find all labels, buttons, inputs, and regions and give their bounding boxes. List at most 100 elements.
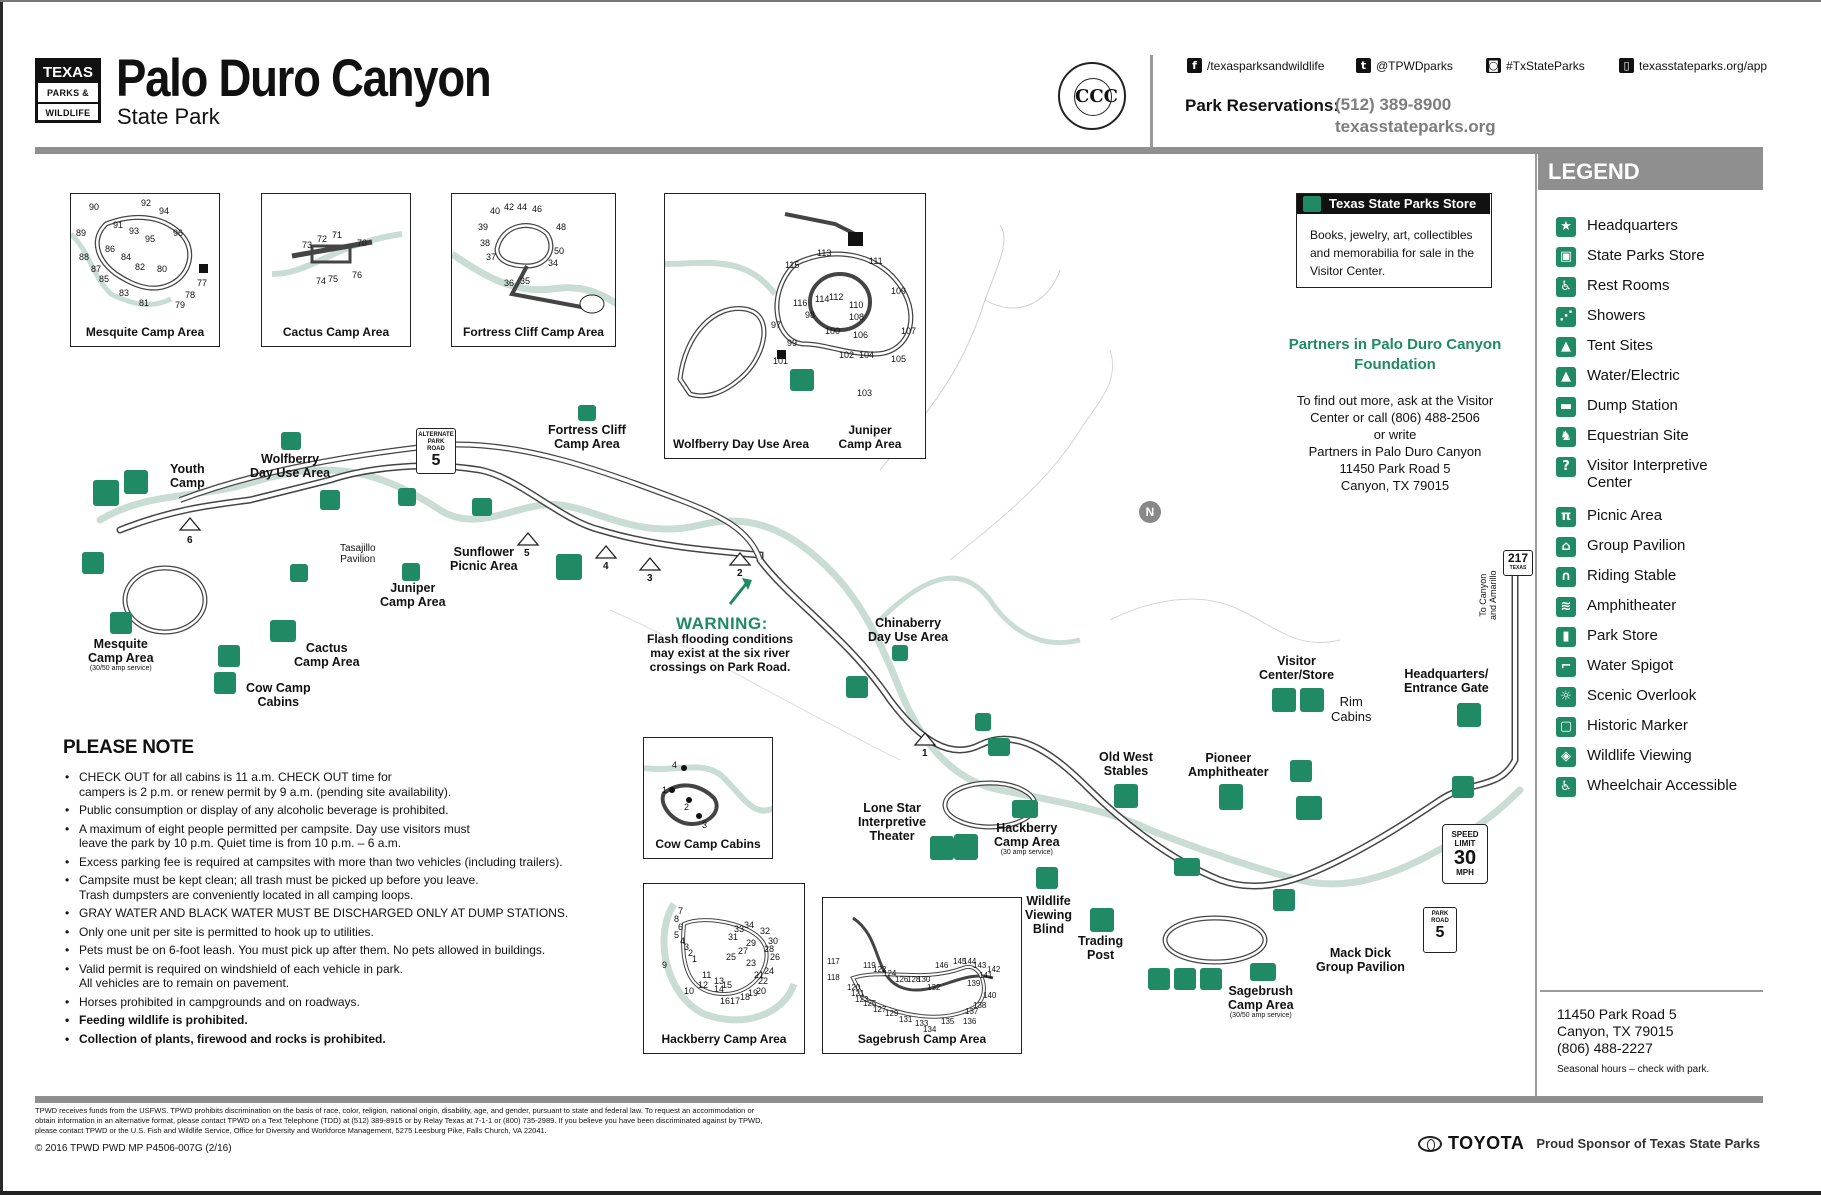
note-line: Campsite must be kept clean; all trash m… (79, 873, 479, 887)
legend-item: ▬Dump Station (1556, 397, 1756, 417)
note-line: GRAY WATER AND BLACK WATER MUST BE DISCH… (79, 906, 569, 920)
svg-text:10: 10 (684, 986, 694, 996)
crossing-number: 4 (603, 561, 609, 572)
legend-item-label: Tent Sites (1587, 337, 1653, 354)
svg-text:129: 129 (885, 1009, 899, 1018)
svg-text:81: 81 (139, 298, 149, 308)
label-line: Group Pavilion (1316, 960, 1405, 974)
svg-text:107: 107 (901, 326, 916, 336)
svg-text:96: 96 (173, 228, 183, 238)
scenic-overlook-icon: ☼ (1556, 687, 1576, 707)
equestrian-icon (82, 552, 104, 574)
label-old-west-stables: Old West Stables (1099, 750, 1153, 778)
note-line: Only one unit per site is permitted to h… (79, 924, 374, 939)
speed-line1: SPEED (1451, 830, 1479, 839)
svg-text:130: 130 (917, 975, 931, 984)
reservations-website[interactable]: texasstateparks.org (1335, 117, 1496, 136)
svg-text:116: 116 (793, 298, 807, 308)
picnic-icon (281, 432, 301, 450)
instagram-icon: ◙ (1486, 58, 1501, 73)
legend-item-label: Equestrian Site (1587, 427, 1689, 444)
note-line: leave the park by 10 p.m. Quiet time is … (79, 836, 402, 850)
svg-text:27: 27 (738, 946, 748, 956)
pavilion-icon: ⌂ (1556, 537, 1576, 557)
note-line: Valid permit is required on windshield o… (79, 961, 403, 976)
social-facebook[interactable]: f /texasparksandwildlife (1187, 58, 1324, 73)
label-wolfberry: Wolfberry Day Use Area (250, 452, 330, 480)
inset-hackberry-caption: Hackberry Camp Area (661, 1032, 787, 1046)
social-twitter-label: @TPWDparks (1376, 58, 1453, 73)
svg-text:137: 137 (965, 1007, 979, 1016)
warning-line: crossings on Park Road. (649, 660, 791, 674)
label-tasajillo: Tasajillo Pavilion (340, 543, 376, 565)
svg-text:131: 131 (899, 1015, 913, 1024)
note-line: Public consumption or display of any alc… (79, 803, 449, 817)
legend-item: ▲ Tent Sites (1556, 337, 1756, 357)
partners-title-line2: Foundation (1354, 356, 1436, 373)
legend-item: ♞Equestrian Site (1556, 427, 1756, 447)
label-rim-cabins: Rim Cabins (1331, 694, 1371, 724)
label-line: Wildlife (1026, 894, 1071, 908)
inset-cactus-caption: Cactus Camp Area (282, 325, 390, 339)
water-spigot-icon (556, 554, 582, 580)
label-line: Camp Area (294, 655, 360, 669)
amphitheater-icon (1219, 784, 1243, 810)
tent-icon: ▲ (1556, 337, 1576, 357)
social-twitter[interactable]: t @TPWDparks (1356, 58, 1453, 73)
dump-station-icon: ▬ (1556, 397, 1576, 417)
label-line: Wolfberry (261, 452, 320, 466)
svg-text:140: 140 (983, 991, 997, 1000)
crossing-number: 3 (647, 573, 653, 584)
social-instagram[interactable]: ◙ #TxStateParks (1486, 58, 1585, 73)
inset-fortress-caption: Fortress Cliff Camp Area (463, 325, 604, 339)
shower-icon (214, 672, 236, 694)
svg-text:72: 72 (317, 234, 327, 244)
svg-text:12: 12 (698, 980, 708, 990)
svg-text:143: 143 (973, 961, 987, 970)
legend-item: ★Headquarters (1556, 217, 1756, 237)
svg-text:30: 30 (768, 936, 778, 946)
svg-text:38: 38 (480, 238, 490, 248)
svg-text:145: 145 (953, 957, 967, 966)
label-line: Chinaberry (875, 616, 942, 630)
highway-state: TEXAS (1509, 565, 1527, 571)
svg-text:83: 83 (119, 288, 129, 298)
store-icon (1300, 688, 1324, 712)
svg-text:31: 31 (728, 932, 738, 942)
svg-text:99: 99 (787, 338, 797, 348)
phone-icon: ▯ (1619, 58, 1634, 73)
water-spigot-icon (290, 564, 308, 582)
svg-text:3: 3 (702, 820, 707, 830)
facebook-icon: f (1187, 58, 1202, 73)
alt-road-line3: ROAD (427, 446, 445, 452)
label-line: Theater (869, 829, 915, 843)
svg-text:144: 144 (963, 957, 977, 966)
reservations-phone[interactable]: (512) 389-8900 (1335, 95, 1452, 114)
water-electric-icon (1012, 800, 1038, 818)
svg-text:19: 19 (748, 988, 758, 998)
legend-item-label: Amphitheater (1587, 597, 1677, 614)
legend-item-label: Wildlife Viewing (1587, 747, 1692, 764)
dump-station-icon (270, 620, 296, 642)
label-line: Day Use Area (250, 466, 331, 480)
park-road-sign: PARK ROAD 5 (1423, 907, 1457, 953)
park-store-icon (1090, 908, 1114, 932)
label-line: Stables (1103, 764, 1149, 778)
label-mack-dick-pavilion: Mack Dick Group Pavilion (1316, 946, 1405, 974)
note-item: Excess parking fee is required at campsi… (63, 855, 623, 870)
social-app[interactable]: ▯ texasstateparks.org/app (1619, 58, 1767, 73)
svg-text:21: 21 (754, 970, 764, 980)
crossing-number: 5 (524, 548, 530, 559)
svg-text:88: 88 (79, 252, 89, 262)
page-subtitle: State Park (117, 104, 220, 129)
svg-text:26: 26 (770, 952, 780, 962)
svg-text:8: 8 (674, 914, 679, 924)
note-line: Horses prohibited in campgrounds and on … (79, 994, 360, 1009)
stable-icon (1114, 784, 1138, 808)
legend-item: ⌂Group Pavilion (1556, 537, 1756, 557)
partners-line: Canyon, TX 79015 (1340, 478, 1450, 493)
label-line: Camp Area (88, 651, 154, 665)
picnic-icon: π (1556, 507, 1576, 527)
logo-line1: TEXAS (38, 61, 98, 83)
